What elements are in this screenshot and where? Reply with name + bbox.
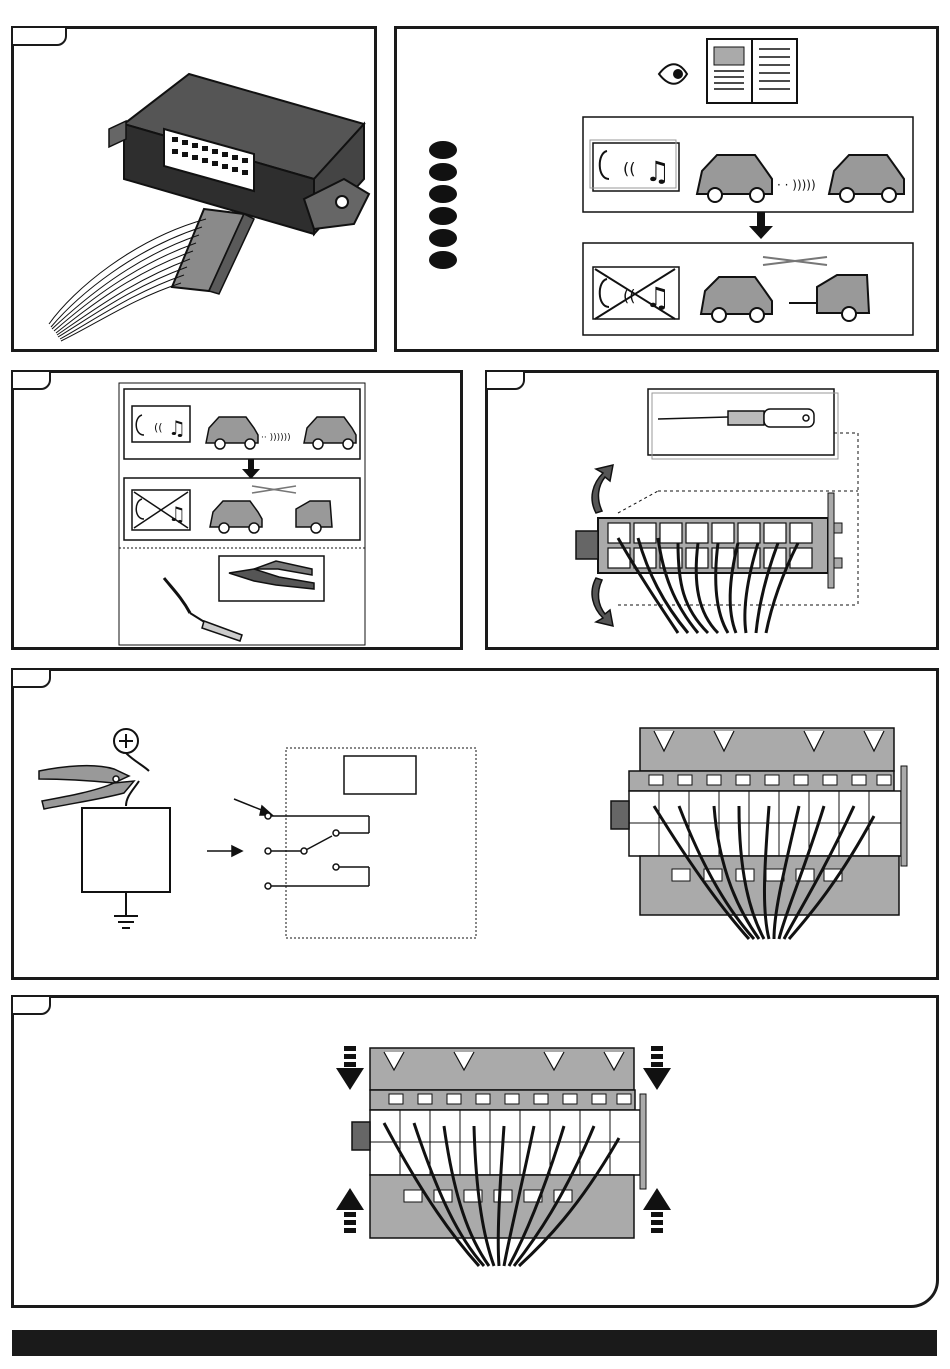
svg-text:((: (( [154,421,163,434]
panel-connector-unlock [485,370,939,650]
control-module-illustration [14,29,380,355]
panel-sound-crimp: (( ♫ ·· )))))) ♫ [11,370,463,650]
svg-text:((: (( [623,159,635,178]
cutter-pliers-icon [39,766,134,809]
ground-symbol-icon [114,916,138,928]
svg-text:· · ))))): · · ))))) [777,178,816,192]
connector-assembly-illustration [14,998,942,1311]
svg-text:·· )))))): ·· )))))) [261,433,291,443]
svg-text:♫: ♫ [168,502,186,526]
wiring-schematic-illustration [14,671,942,983]
panel-connector-assembly [11,995,939,1308]
step-bullets [429,141,457,269]
arrow-icon [749,212,773,239]
connector-unlock-illustration [488,373,942,653]
footer-bar [12,1330,937,1356]
eye-icon [659,64,687,84]
panel-wiring-schematic [11,668,939,980]
svg-text:♫: ♫ [168,416,186,440]
sound-test-illustration: (( ♫ · · ))))) (( ♫ [397,29,942,355]
manual-book-icon [707,39,797,103]
music-note-icon: ♫ [645,155,670,188]
panel-module [11,26,377,352]
sound-crimp-illustration: (( ♫ ·· )))))) ♫ [14,373,466,653]
panel-manual-sound-test: (( ♫ · · ))))) (( ♫ [394,26,939,352]
plus-symbol-icon [114,729,138,753]
